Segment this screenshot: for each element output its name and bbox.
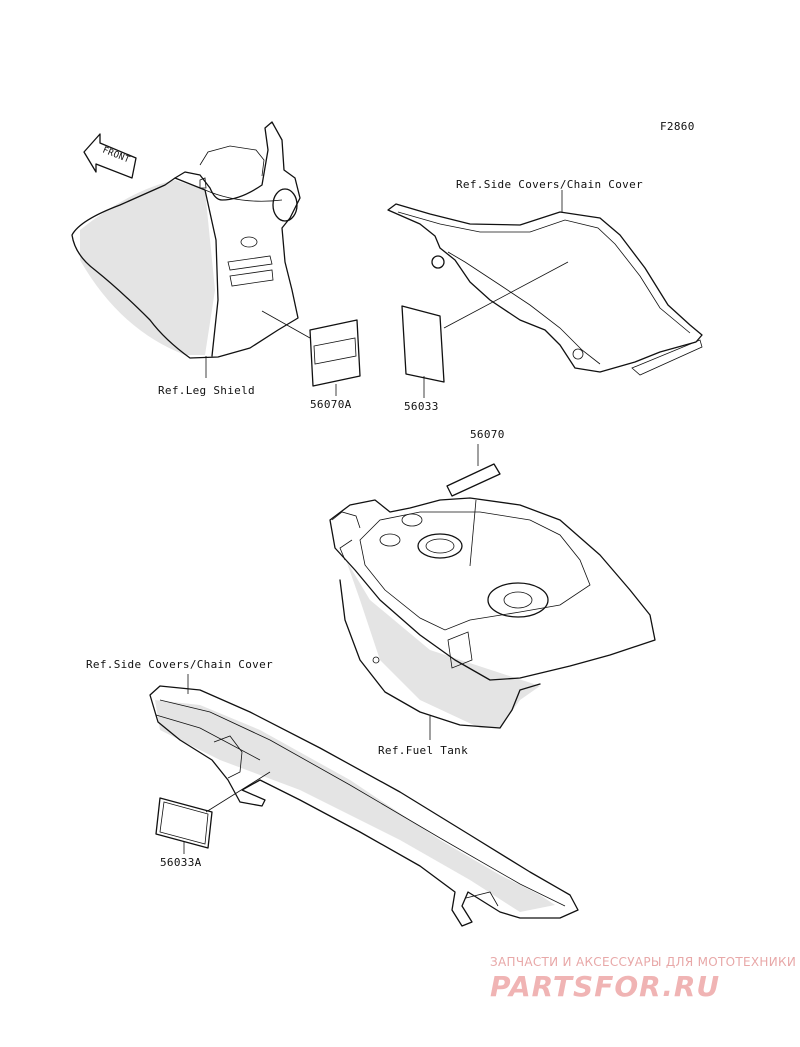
front-arrow-label: FRONT bbox=[101, 146, 132, 166]
56033A-leader-a bbox=[205, 771, 271, 813]
figure-code: F2860 bbox=[660, 120, 695, 133]
fuel-tank-drawing bbox=[329, 497, 656, 729]
ref-side-covers-top: Ref.Side Covers/Chain Cover bbox=[456, 178, 643, 191]
56070-leader-b bbox=[469, 499, 477, 567]
watermark-brand: PARTSFOR.RU bbox=[490, 970, 720, 1003]
part-56033: 56033 bbox=[404, 400, 439, 413]
part-56033A: 56033A bbox=[160, 856, 202, 869]
label-56033A-drawing bbox=[155, 797, 213, 849]
56070A-leader-a bbox=[261, 310, 311, 339]
side-cover-drawing bbox=[387, 203, 703, 376]
leg-shield-drawing bbox=[71, 121, 301, 359]
label-56070A-drawing bbox=[309, 319, 361, 387]
ref-leg-shield: Ref.Leg Shield bbox=[158, 384, 255, 397]
label-56033-drawing bbox=[401, 305, 445, 383]
part-56070A: 56070A bbox=[310, 398, 352, 411]
part-56070: 56070 bbox=[470, 428, 505, 441]
front-arrow-icon: FRONT bbox=[83, 133, 137, 179]
chain-cover-drawing bbox=[149, 685, 579, 927]
label-56070-drawing bbox=[446, 463, 501, 497]
56033-leader-a bbox=[443, 261, 569, 329]
ref-fuel-tank: Ref.Fuel Tank bbox=[378, 744, 468, 757]
ref-side-covers-bottom: Ref.Side Covers/Chain Cover bbox=[86, 658, 273, 671]
watermark-tagline: ЗАПЧАСТИ И АКСЕССУАРЫ ДЛЯ МОТОТЕХНИКИ bbox=[490, 955, 796, 969]
